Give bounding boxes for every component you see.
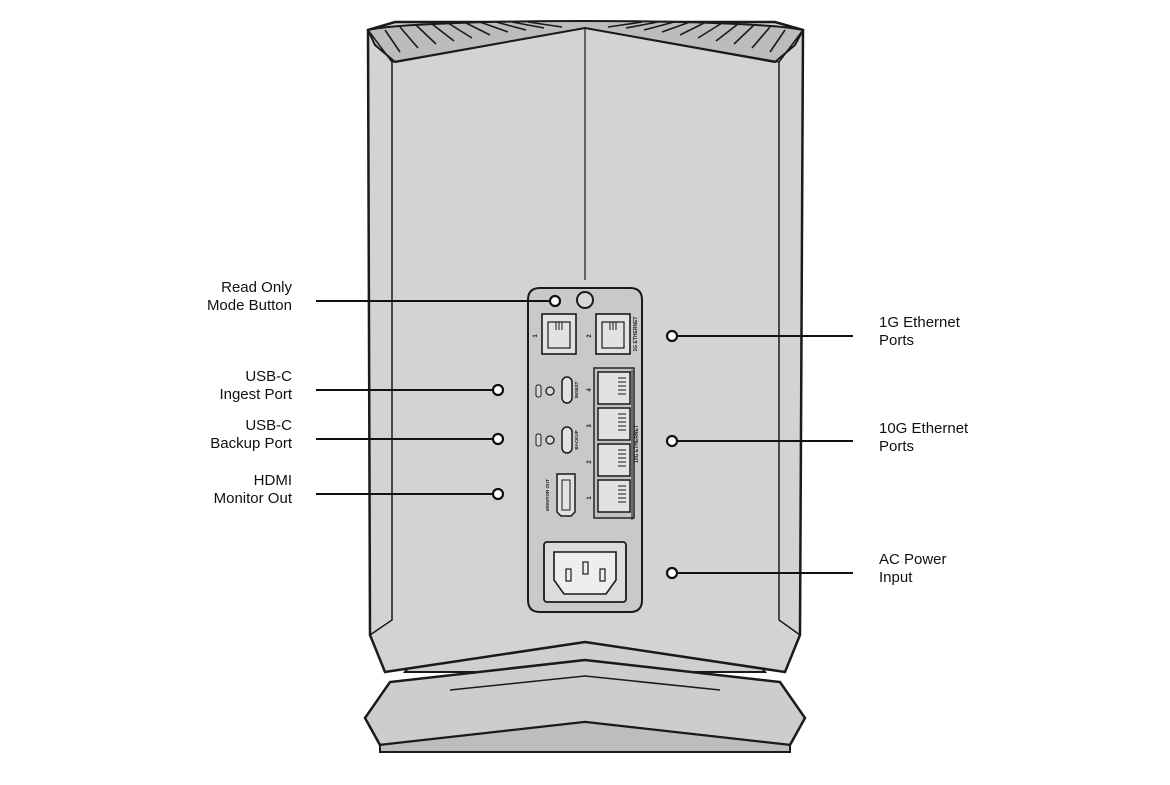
callout-usbc-ingest-line2: Ingest Port <box>219 386 292 403</box>
callout-read-only-line1: Read Only <box>221 279 292 296</box>
callout-dots <box>491 294 679 580</box>
eth-10g-port-2[interactable] <box>597 443 631 477</box>
hdmi-tag: MONITOR OUT <box>545 479 550 511</box>
eth-10g-port-1-label: 1 <box>587 496 593 500</box>
callout-eth-1g-line1: 1G Ethernet <box>879 314 960 331</box>
hdmi-monitor-out: MONITOR OUT <box>545 473 576 517</box>
eth-1g-tag: 1G ETHERNET <box>633 316 639 351</box>
callout-hdmi-line1: HDMI <box>253 472 292 489</box>
dot-usbc-backup <box>491 432 505 446</box>
eth-10g-port-2-label: 2 <box>587 460 593 464</box>
eth-10g-port-4[interactable] <box>597 371 631 405</box>
dot-usbc-ingest <box>491 383 505 397</box>
callout-read-only: Read Only Mode Button <box>207 279 292 315</box>
usbc-backup: BACKUP <box>535 426 579 454</box>
callout-ac-power: AC Power Input <box>879 551 947 587</box>
eth-10g-port-3-label: 3 <box>587 424 593 428</box>
callout-usbc-backup: USB-C Backup Port <box>210 417 292 453</box>
usbc-backup-tag: BACKUP <box>574 430 579 449</box>
dot-read-only <box>548 294 562 308</box>
dot-eth-1g <box>665 329 679 343</box>
callout-ac-power-line2: Input <box>879 569 913 586</box>
usbc-backup-port[interactable] <box>561 426 573 454</box>
callout-usbc-backup-line2: Backup Port <box>210 435 292 452</box>
callout-hdmi: HDMI Monitor Out <box>214 472 292 508</box>
dot-eth-10g <box>665 434 679 448</box>
eth-10g-port-4-label: 4 <box>587 388 593 392</box>
callout-eth-10g-line2: Ports <box>879 438 915 455</box>
eth-10g-port-3[interactable] <box>597 407 631 441</box>
usbc-ingest-port[interactable] <box>561 376 573 404</box>
callout-eth-10g: 10G Ethernet Ports <box>879 420 968 456</box>
callout-usbc-ingest: USB-C Ingest Port <box>219 368 292 404</box>
read-only-button[interactable] <box>576 291 594 309</box>
callout-hdmi-line2: Monitor Out <box>213 490 292 507</box>
eth-10g-ports: 4 3 2 1 10G ETHERNET <box>587 367 640 520</box>
callout-read-only-line2: Mode Button <box>206 297 292 314</box>
eth-10g-tag: 10G ETHERNET <box>634 425 640 463</box>
callout-usbc-ingest-line1: USB-C <box>245 368 292 385</box>
eth-1g-ports: 1 2 1G ETHERNET <box>533 313 639 355</box>
callout-eth-1g: 1G Ethernet Ports <box>879 314 960 350</box>
callout-eth-1g-line2: Ports <box>879 332 915 349</box>
eth-10g-port-1[interactable] <box>597 479 631 513</box>
callout-lines <box>316 300 853 574</box>
usbc-ingest-tag: INGEST <box>574 381 579 398</box>
callout-usbc-backup-line1: USB-C <box>245 417 292 434</box>
eth-1g-port-1-label: 1 <box>533 334 539 338</box>
eth-1g-port-2-label: 2 <box>587 334 593 338</box>
callout-ac-power-line1: AC Power <box>879 551 947 568</box>
callout-eth-10g-line1: 10G Ethernet <box>879 420 969 437</box>
usbc-ingest: INGEST <box>535 376 579 404</box>
dot-hdmi <box>491 487 505 501</box>
ac-power-input <box>543 541 627 603</box>
dot-ac-power <box>665 566 679 580</box>
io-panel: 1 2 1G ETHERNET 4 3 2 1 10G ETHERNET <box>527 287 643 613</box>
